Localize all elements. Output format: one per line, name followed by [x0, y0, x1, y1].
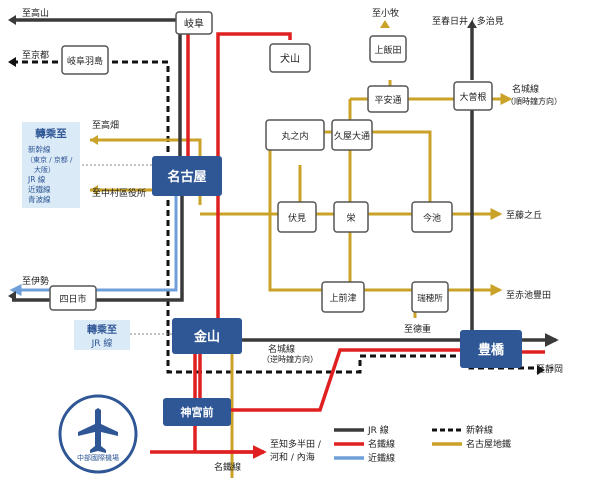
station-label: 瑞穂所 [417, 293, 443, 304]
dest-fujigaoka: 至藤之丘 [506, 209, 542, 221]
station-inuyama[interactable]: 犬山 [269, 43, 311, 73]
dest-meijo-line2: 名城線 [268, 343, 295, 355]
station-label: 伏見 [288, 212, 306, 224]
station-label: 平安通 [374, 94, 401, 106]
transfer-title: 轉乘至 [35, 127, 67, 140]
station-label: 栄 [346, 212, 355, 224]
dest-chita-1: 至知多半田 / [270, 438, 322, 450]
dest-akaike: 至赤池豐田 [506, 289, 551, 301]
legend-item-subway: 名古屋地鐵 [432, 438, 511, 450]
destination-labels: 至高山 至京都 至小牧 至春日井 / 多治見 名城線 （順時鐘方向） 至高畑 至… [22, 7, 563, 473]
hub-label: 名古屋 [167, 169, 206, 185]
transfer-box-nagoya: 轉乘至 新幹線 （東京 / 京都 / 大阪） JR 線 近鐵線 青波線 [22, 122, 80, 208]
transfer-line: 大阪） [34, 165, 55, 174]
airport-label: 中部國際機場 [77, 453, 119, 462]
station-label: 犬山 [280, 52, 300, 65]
station-label: 大曽根 [459, 91, 486, 103]
dest-meijo-line: 名城線 [512, 83, 539, 95]
hub-toyohashi[interactable]: 豊橋 [460, 330, 522, 368]
dest-takayama: 至高山 [22, 7, 49, 19]
transfer-line: 青波線 [28, 194, 51, 204]
airplane-icon [78, 408, 118, 453]
station-imaike[interactable]: 今池 [411, 201, 453, 233]
station-sakae[interactable]: 栄 [333, 201, 369, 233]
station-yagoto[interactable]: 瑞穂所 [411, 281, 449, 313]
dest-kyoto: 至京都 [22, 49, 49, 61]
legend-item-jr: JR 線 [334, 424, 389, 436]
hubs: 名古屋 金山 神宮前 豊橋 [152, 156, 522, 426]
dest-meijo-cw: （順時鐘方向） [506, 96, 562, 106]
connector-dots [82, 164, 172, 335]
station-label: 上飯田 [374, 44, 401, 56]
station-label: 岐阜 [184, 17, 204, 30]
hub-jingumae[interactable]: 神宮前 [163, 398, 231, 426]
station-kamiiida[interactable]: 上飯田 [369, 35, 407, 63]
station-label: 岐阜羽島 [67, 55, 103, 67]
dest-meijo-ccw: （逆時鐘方向） [262, 354, 318, 364]
dest-tokushige: 至德重 [404, 323, 431, 335]
edge-arrows [8, 15, 545, 375]
station-gifu[interactable]: 岐阜 [175, 11, 213, 35]
transfer-line: JR 線 [91, 337, 113, 349]
hub-label: 金山 [193, 329, 220, 345]
legend: JR 線 名鐵線 近鐵線 新幹線 名古屋地鐵 [334, 424, 511, 464]
hub-label: 神宮前 [181, 405, 214, 419]
hub-nagoya[interactable]: 名古屋 [152, 156, 222, 196]
station-hisayaodori[interactable]: 久屋大通 [331, 119, 373, 151]
stations: 岐阜 岐阜羽島 犬山 上飯田 平安通 大曽根 丸之内 久屋大通 [49, 11, 493, 313]
station-fushimi[interactable]: 伏見 [277, 201, 317, 233]
station-label: 上前津 [329, 292, 356, 304]
station-heiando[interactable]: 平安通 [367, 85, 409, 113]
svg-text:近鐵線: 近鐵線 [368, 452, 395, 464]
transfer-line: （東京 / 京都 / [26, 155, 73, 164]
hub-kanayama[interactable]: 金山 [172, 318, 242, 354]
transfer-line: JR 線 [27, 174, 46, 184]
legend-item-shinkansen: 新幹線 [432, 424, 493, 436]
dest-shizuoka: 至靜岡 [536, 363, 563, 375]
dest-kasugai: 至春日井 / 多治見 [432, 15, 504, 27]
svg-text:名古屋地鐵: 名古屋地鐵 [466, 438, 511, 450]
airport-badge[interactable]: 中部國際機場 [58, 394, 138, 474]
station-label: 今池 [423, 212, 441, 224]
dest-takabata: 至高畑 [92, 119, 119, 131]
station-label: 丸之内 [281, 130, 308, 142]
dest-ise: 至伊勢 [22, 275, 49, 287]
transfer-line: 新幹線 [28, 144, 51, 154]
dest-chita-2: 河和 / 內海 [270, 451, 315, 463]
legend-item-meitetsu: 名鐵線 [334, 438, 395, 450]
dest-komaki: 至小牧 [372, 7, 399, 19]
dest-nakamura: 至中村區役所 [92, 187, 146, 199]
svg-text:新幹線: 新幹線 [466, 424, 493, 436]
svg-text:名鐵線: 名鐵線 [368, 438, 395, 450]
station-label: 四日市 [59, 293, 86, 305]
station-label: 久屋大通 [334, 130, 370, 142]
hub-label: 豊橋 [478, 342, 505, 358]
transfer-box-kanayama: 轉乘至 JR 線 [74, 320, 130, 350]
dest-meitetsu-line: 名鐵線 [214, 461, 241, 473]
transfer-line: 近鐵線 [28, 184, 51, 194]
station-marunouchi[interactable]: 丸之内 [265, 119, 325, 151]
station-kamimaezu[interactable]: 上前津 [321, 281, 365, 313]
transfer-title: 轉乘至 [87, 323, 117, 336]
legend-item-kintetsu: 近鐵線 [334, 452, 395, 464]
station-gifuhashima[interactable]: 岐阜羽島 [61, 45, 109, 75]
svg-text:JR 線: JR 線 [367, 424, 389, 436]
station-yokkaichi[interactable]: 四日市 [49, 285, 97, 311]
station-ozone[interactable]: 大曽根 [453, 81, 493, 111]
